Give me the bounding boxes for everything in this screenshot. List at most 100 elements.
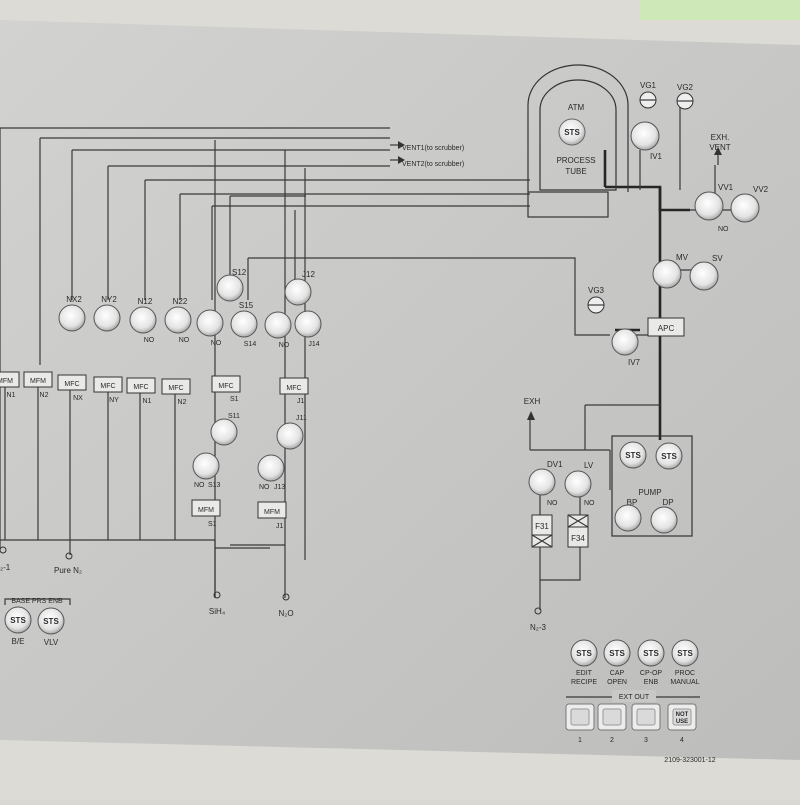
j-chain-mfc-box bbox=[279, 377, 309, 395]
vent2-label: VENT2(to scrubber) bbox=[402, 161, 464, 168]
s-chain-mfm-label: MFM bbox=[198, 507, 214, 514]
valve-dv1-button[interactable] bbox=[528, 468, 556, 496]
control-sts-button[interactable] bbox=[603, 639, 631, 667]
n2-3-label: N₂-3 bbox=[530, 623, 547, 632]
pure-n2-label: Pure N₂ bbox=[54, 566, 82, 575]
pump-dp-button[interactable] bbox=[650, 506, 678, 534]
valve-mv-button[interactable] bbox=[652, 259, 682, 289]
valve-s13-button[interactable] bbox=[192, 452, 220, 480]
j-chain-no-label: NO bbox=[259, 484, 270, 491]
filter-f34-box bbox=[567, 526, 589, 548]
mfc-sub-label: N2 bbox=[40, 392, 49, 399]
mfc-box-label: MFM bbox=[0, 378, 13, 385]
control-sts-label: STS bbox=[643, 649, 659, 658]
valve-iv7-button[interactable] bbox=[611, 328, 639, 356]
exhaust-section: EXH DV1 LV NO NO F31 F34 N₂-3 STS STS PU… bbox=[524, 397, 693, 632]
valve-j12-button[interactable] bbox=[284, 278, 312, 306]
valve-vv1-label: VV1 bbox=[718, 183, 734, 192]
top-valve-button[interactable] bbox=[264, 311, 292, 339]
mfc-row: MFMN1MFMN2MFCNXMFCNYMFCN1MFCN2 bbox=[0, 371, 191, 406]
n2-1-port-icon bbox=[0, 546, 7, 554]
pump-bp-button[interactable] bbox=[614, 504, 642, 532]
valve-s11-button[interactable] bbox=[210, 418, 238, 446]
base-be-button[interactable] bbox=[4, 606, 32, 634]
base-vlv-button[interactable] bbox=[37, 607, 65, 635]
sih4-label: SiH₄ bbox=[209, 607, 225, 616]
not-use-label-2: USE bbox=[676, 719, 688, 725]
mfc-box-label: MFC bbox=[168, 385, 183, 392]
pump-dp-label: DP bbox=[662, 498, 673, 507]
ext-out-button-face bbox=[636, 708, 656, 726]
valve-sv-button[interactable] bbox=[689, 261, 719, 291]
j-chain-mfm-label: MFM bbox=[264, 509, 280, 516]
valve-dv1-no-label: NO bbox=[547, 500, 558, 507]
control-sts-button[interactable] bbox=[570, 639, 598, 667]
n2o-chain: MFC J1 J11 NO J13 MFM J1 N₂O bbox=[257, 377, 309, 618]
control-label-2: RECIPE bbox=[571, 679, 597, 686]
tube-label-line1: PROCESS bbox=[556, 156, 595, 165]
base-vlv-sts-label: STS bbox=[43, 617, 59, 626]
valve-iv1-label: IV1 bbox=[650, 152, 663, 161]
valve-vv-no-label: NO bbox=[718, 226, 729, 233]
top-valve-button[interactable] bbox=[196, 309, 224, 337]
j-chain-j1b-label: J1 bbox=[276, 523, 284, 530]
top-valve-button[interactable] bbox=[230, 310, 258, 338]
top-valve-name: S15 bbox=[239, 301, 254, 310]
tube-sts-label: STS bbox=[564, 128, 580, 137]
mfc-sub-label: NX bbox=[73, 395, 83, 402]
exh-arrow-icon bbox=[527, 411, 535, 420]
valve-j13-button[interactable] bbox=[257, 454, 285, 482]
valve-iv1-button[interactable] bbox=[630, 121, 660, 151]
silane-chain: MFC S1 S11 NO S13 MFM S1 SiH₄ bbox=[191, 375, 241, 616]
s-chain-mfc-label: MFC bbox=[218, 383, 233, 390]
top-valve-button[interactable] bbox=[129, 306, 157, 334]
base-vlv-label: VLV bbox=[44, 638, 59, 647]
valve-s12-button[interactable] bbox=[216, 274, 244, 302]
mfc-box bbox=[161, 378, 191, 395]
valve-lv-label: LV bbox=[584, 461, 594, 470]
ext-out-title-bg bbox=[612, 690, 656, 702]
mfc-box-label: MFC bbox=[64, 381, 79, 388]
ext-out-button-face bbox=[672, 708, 692, 726]
top-valve-button[interactable] bbox=[294, 310, 322, 338]
valve-s12-label: S12 bbox=[232, 268, 247, 277]
top-valve-sub: NO bbox=[211, 340, 222, 347]
valve-j11-button[interactable] bbox=[276, 422, 304, 450]
top-valve-name: N12 bbox=[138, 297, 153, 306]
process-tube: ATM STS PROCESS TUBE bbox=[527, 64, 629, 218]
top-valve-button[interactable] bbox=[164, 306, 192, 334]
pure-n2-port-icon bbox=[65, 552, 73, 560]
n2-1-label: ₂-1 bbox=[0, 563, 11, 572]
ext-out-number: 4 bbox=[680, 737, 684, 744]
control-label-2: MANUAL bbox=[670, 679, 699, 686]
pump-sts-button-1[interactable] bbox=[619, 441, 647, 469]
gauge-vg2-label: VG2 bbox=[677, 83, 694, 92]
valve-vv2-button[interactable] bbox=[730, 193, 760, 223]
valve-lv-button[interactable] bbox=[564, 470, 592, 498]
control-sts-label: STS bbox=[576, 649, 592, 658]
panel-face bbox=[0, 20, 800, 760]
control-sts-button[interactable] bbox=[671, 639, 699, 667]
ext-out-number: 1 bbox=[578, 737, 582, 744]
j-chain-j11-label: J11 bbox=[296, 415, 307, 422]
ext-out-number: 3 bbox=[644, 737, 648, 744]
top-valve-button[interactable] bbox=[58, 304, 86, 332]
pump-sts-button-2[interactable] bbox=[655, 442, 683, 470]
control-sts-button[interactable] bbox=[637, 639, 665, 667]
top-valve-sub: NO bbox=[179, 337, 190, 344]
tube-atm-label: ATM bbox=[568, 103, 585, 112]
valve-vv1-button[interactable] bbox=[694, 191, 724, 221]
s-chain-s11-label: S11 bbox=[228, 413, 240, 420]
tube-sts-button[interactable] bbox=[558, 118, 586, 146]
control-label-2: ENB bbox=[644, 679, 659, 686]
top-valve-button[interactable] bbox=[93, 304, 121, 332]
top-valve-name: NY2 bbox=[101, 295, 117, 304]
control-label-1: PROC bbox=[675, 670, 695, 677]
valve-iv7-label: IV7 bbox=[628, 358, 641, 367]
base-prs-title: BASE PRS ENB bbox=[11, 598, 63, 605]
ext-out-button-face bbox=[602, 708, 622, 726]
